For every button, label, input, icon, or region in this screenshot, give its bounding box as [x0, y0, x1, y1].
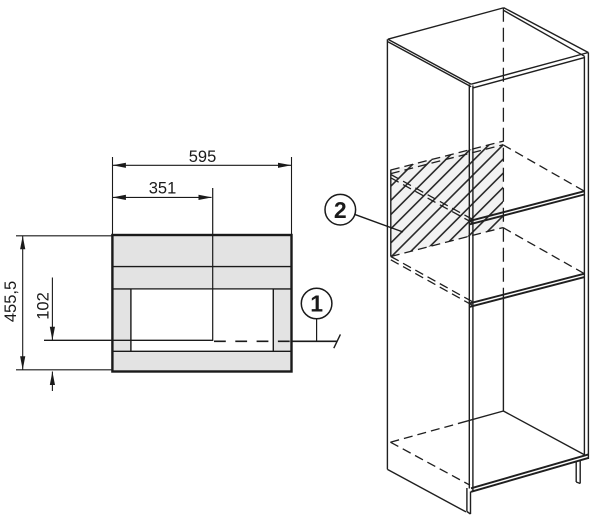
svg-text:351: 351 — [149, 180, 177, 198]
svg-text:595: 595 — [189, 148, 217, 166]
svg-text:455,5: 455,5 — [2, 281, 20, 322]
svg-text:1: 1 — [310, 291, 323, 317]
svg-text:2: 2 — [334, 197, 347, 223]
svg-text:102: 102 — [34, 292, 52, 320]
